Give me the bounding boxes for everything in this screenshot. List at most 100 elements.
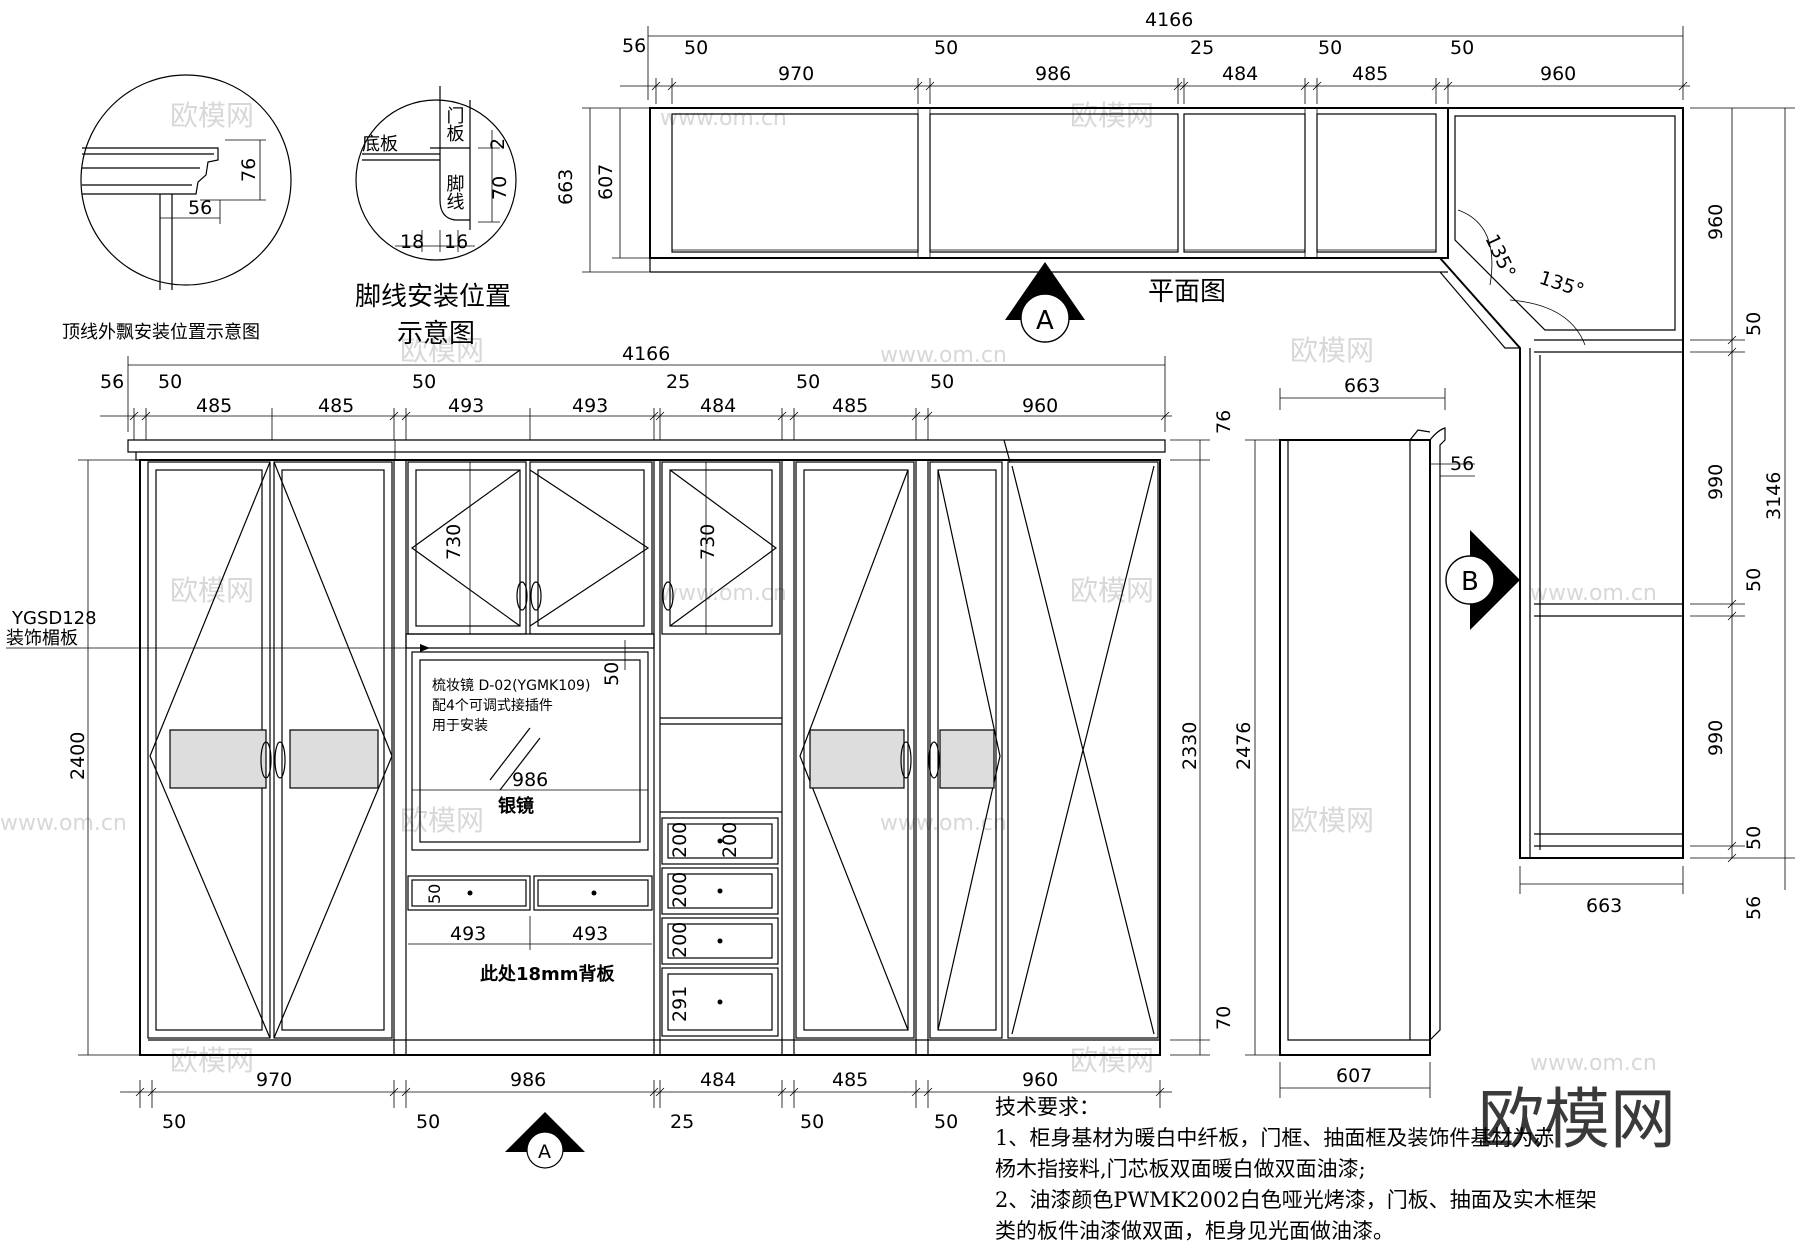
drawer-knob-icon bbox=[591, 890, 597, 896]
notes-line: 2、油漆颜色PWMK2002白色哑光烤漆，门板、抽面及实木框架 bbox=[995, 1188, 1597, 1212]
shelf-label-2: 装饰楣板 bbox=[6, 628, 78, 649]
mirror-note-1: 梳妆镜 D-02(YGMK109) bbox=[432, 678, 590, 694]
technical-notes: 技术要求： 1、柜身基材为暖白中纤板，门框、抽面框及装饰件基材为赤 杨木指接料,… bbox=[995, 1092, 1655, 1247]
base-caption-2: 示意图 bbox=[397, 319, 475, 349]
watermark-text: 欧模网 bbox=[1290, 334, 1374, 367]
crown-detail: 76 56 顶线外飘安装位置示意图 bbox=[62, 74, 292, 343]
plan-depth-inner: 607 bbox=[595, 164, 617, 200]
watermark-url: www.om.cn bbox=[1530, 1051, 1657, 1076]
elev-drawer-w-1: 493 bbox=[450, 923, 486, 945]
door-handle-icon bbox=[900, 741, 912, 779]
watermark-url: www.om.cn bbox=[660, 581, 787, 606]
watermark-text: 欧模网 bbox=[1070, 99, 1154, 132]
watermark-text: 欧模网 bbox=[400, 804, 484, 837]
elev-height-total: 2400 bbox=[67, 732, 89, 780]
crown-dim-w: 56 bbox=[188, 197, 212, 219]
door-handle-icon bbox=[274, 741, 286, 779]
elev-drawer-h: 50 bbox=[425, 884, 444, 904]
watermark-text: 欧模网 bbox=[400, 334, 484, 367]
watermark-url: www.om.cn bbox=[880, 811, 1007, 836]
elev-top-total: 4166 bbox=[622, 343, 670, 365]
elev-top-dim: 484 bbox=[700, 395, 736, 417]
mirror-width: 986 bbox=[512, 769, 548, 791]
base-dim-70: 70 bbox=[489, 176, 511, 200]
elev-crown: 76 bbox=[1213, 410, 1235, 434]
base-label-bottom: 底板 bbox=[362, 134, 398, 155]
plan-side-dim: 960 bbox=[1705, 204, 1727, 240]
elev-gap-50: 50 bbox=[601, 662, 623, 686]
base-detail: 门板 底板 脚线 2 70 18 16 脚线安装位置 示意图 bbox=[355, 86, 517, 349]
plan-dim: 986 bbox=[1035, 63, 1071, 85]
section-circle-b bbox=[1445, 555, 1495, 605]
watermark-url: www.om.cn bbox=[1530, 581, 1657, 606]
plan-dim: 50 bbox=[684, 37, 708, 59]
watermark-text: 欧模网 bbox=[1290, 804, 1374, 837]
watermark-url: www.om.cn bbox=[0, 811, 127, 836]
door-handle-icon bbox=[662, 581, 674, 611]
plan-side-dim: 990 bbox=[1705, 720, 1727, 756]
watermark-url: www.om.cn bbox=[880, 343, 1007, 368]
elev-bottom-dim: 484 bbox=[700, 1069, 736, 1091]
side-view: 663 56 2476 607 bbox=[1233, 375, 1475, 1098]
plan-angle-a: 135° bbox=[1480, 231, 1519, 282]
plan-section-b: B bbox=[1461, 567, 1479, 597]
watermark-text: 欧模网 bbox=[1070, 574, 1154, 607]
front-elevation: 4166 56 50 50 25 50 50 485 485 493 493 4… bbox=[6, 343, 1235, 1169]
plan-view: 4166 56 50 970 50 986 25 484 50 485 50 9… bbox=[555, 9, 1795, 920]
elev-top-dim: 485 bbox=[318, 395, 354, 417]
crown-dim-h: 76 bbox=[238, 158, 260, 182]
base-label-foot: 脚线 bbox=[444, 174, 465, 210]
plan-dim: 25 bbox=[1190, 37, 1214, 59]
elev-top-small: 50 bbox=[412, 371, 436, 393]
elev-drawer-w-2: 493 bbox=[572, 923, 608, 945]
elev-bottom-small: 25 bbox=[670, 1111, 694, 1133]
elev-top-small: 56 bbox=[100, 371, 124, 393]
elev-bottom-small: 50 bbox=[800, 1111, 824, 1133]
plan-title: 平面图 bbox=[1148, 277, 1226, 307]
side-depth-bottom: 607 bbox=[1336, 1065, 1372, 1087]
crown-caption: 顶线外飘安装位置示意图 bbox=[62, 322, 260, 343]
notes-line: 1、柜身基材为暖白中纤板，门框、抽面框及装饰件基材为赤 bbox=[995, 1126, 1555, 1150]
side-height: 2476 bbox=[1233, 722, 1255, 770]
base-dim-2: 2 bbox=[487, 138, 509, 150]
plan-side-dim: 50 bbox=[1743, 826, 1765, 850]
elev-bottom-small: 50 bbox=[934, 1111, 958, 1133]
watermark-url: www.om.cn bbox=[660, 106, 787, 131]
elev-top-dim: 485 bbox=[832, 395, 868, 417]
elev-bottom-small: 50 bbox=[416, 1111, 440, 1133]
watermark-text: 欧模网 bbox=[1070, 1044, 1154, 1077]
elev-drawer-dim: 200 bbox=[719, 822, 741, 858]
elev-drawer-dim: 200 bbox=[669, 822, 691, 858]
elev-upper-h-2: 730 bbox=[697, 524, 719, 560]
mirror-drawers bbox=[407, 875, 653, 911]
elev-bottom-dim: 960 bbox=[1022, 1069, 1058, 1091]
elev-drawer-dim: 200 bbox=[669, 872, 691, 908]
corner-panel bbox=[1003, 439, 1159, 1039]
watermark-text: 欧模网 bbox=[170, 574, 254, 607]
watermark-text: 欧模网 bbox=[170, 99, 254, 132]
mirror-name: 银镜 bbox=[498, 795, 534, 817]
plan-side-dim: 50 bbox=[1743, 568, 1765, 592]
plan-top-total: 4166 bbox=[1145, 9, 1193, 31]
section-arrow-icon bbox=[1470, 530, 1520, 630]
base-dim-18: 18 bbox=[400, 231, 424, 253]
side-depth-top: 663 bbox=[1344, 375, 1380, 397]
elev-top-small: 25 bbox=[666, 371, 690, 393]
elev-bottom-dim: 986 bbox=[510, 1069, 546, 1091]
elev-bottom-small: 50 bbox=[162, 1111, 186, 1133]
door-handle-icon bbox=[516, 581, 528, 611]
drawer-knob-icon bbox=[717, 838, 723, 844]
elev-top-dim: 493 bbox=[448, 395, 484, 417]
mirror-note-3: 用于安装 bbox=[432, 718, 488, 734]
elev-drawer-dim: 291 bbox=[669, 986, 691, 1022]
watermark-layer: 欧模网 欧模网 欧模网 欧模网 欧模网 欧模网 欧模网 欧模网 欧模网 欧模网 … bbox=[0, 99, 1657, 1077]
plan-angle-b: 135° bbox=[1536, 267, 1586, 302]
notes-title: 技术要求： bbox=[995, 1095, 1100, 1119]
shelf-label-1: YGSD128 bbox=[11, 608, 97, 629]
elev-section-a: A bbox=[538, 1141, 551, 1163]
plan-dim: 484 bbox=[1222, 63, 1258, 85]
plan-dim: 970 bbox=[778, 63, 814, 85]
elev-upper-h-1: 730 bbox=[443, 524, 465, 560]
plan-bottom-width: 663 bbox=[1586, 895, 1622, 917]
plan-depth-outer: 663 bbox=[555, 169, 577, 205]
